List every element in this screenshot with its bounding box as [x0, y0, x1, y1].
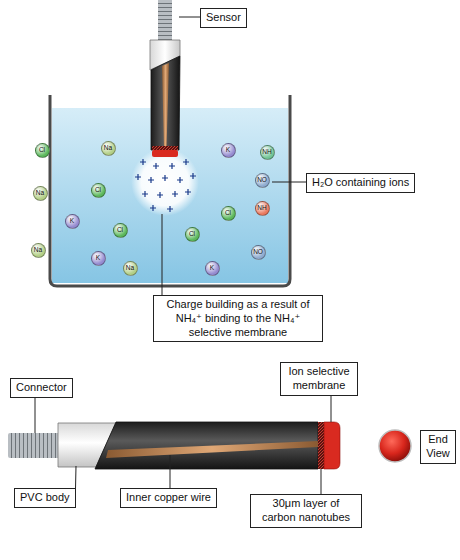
plus-sign	[172, 191, 178, 197]
leader-line	[321, 469, 322, 494]
plus-sign	[140, 159, 146, 165]
callout-box: Connector	[10, 378, 73, 398]
charge-cloud	[131, 148, 199, 216]
callout-text: Inner copper wire	[126, 491, 211, 505]
ion-label: NO	[253, 249, 263, 256]
plus-sign	[157, 192, 163, 198]
ion-label: K	[226, 147, 230, 154]
callout-box: End View	[420, 430, 456, 464]
ion-circle: NH	[260, 145, 275, 160]
ion-circle: K	[221, 143, 236, 158]
nanotube-layer	[318, 422, 324, 469]
plus-sign	[153, 163, 159, 169]
ion-circle: Na	[33, 186, 48, 201]
callout-text: Ion selective membrane	[286, 365, 352, 393]
leader-line	[162, 214, 163, 295]
end-view-disc	[379, 430, 411, 462]
ion-circle: K	[205, 261, 220, 276]
plus-sign	[183, 159, 189, 165]
callout-box: Inner copper wire	[120, 488, 217, 508]
ion-circle: Cl	[91, 183, 106, 198]
callout-box: PVC body	[14, 488, 76, 508]
ion-label: Na	[36, 190, 44, 197]
callout-text: Connector	[16, 381, 67, 395]
ion-circle: NH	[255, 201, 270, 216]
ion-label: NH	[257, 205, 266, 212]
plus-sign	[162, 175, 168, 181]
callout-box: H₂O containing ions	[306, 173, 415, 193]
ion-circle: K	[91, 251, 106, 266]
ion-circle: NO	[255, 173, 270, 188]
leader-line	[75, 466, 76, 488]
sensor-body	[151, 56, 180, 150]
plus-sign	[142, 191, 148, 197]
callout-box: Ion selective membrane	[280, 362, 358, 396]
ion-label: Cl	[39, 147, 45, 154]
ion-label: Na	[126, 265, 134, 272]
callout-text: Sensor	[206, 11, 241, 25]
plus-sign	[167, 206, 173, 212]
ion-circle: NO	[251, 245, 266, 260]
ion-circle: Cl	[185, 227, 200, 242]
ion-label: K	[96, 255, 100, 262]
leader-line	[179, 17, 200, 18]
ion-circle: Cl	[35, 143, 50, 158]
ion-label: Cl	[95, 187, 101, 194]
sensor-copper-wire	[162, 63, 169, 148]
callout-text: H₂O containing ions	[312, 176, 409, 190]
ion-label: K	[70, 218, 74, 225]
ion-label: Na	[34, 247, 42, 254]
sensor-nanotube-layer	[152, 146, 178, 150]
callout-box: 30μm layer of carbon nanotubes	[250, 494, 362, 528]
ion-label: Cl	[117, 227, 123, 234]
plus-sign	[190, 173, 196, 179]
callout-box: Sensor	[200, 8, 247, 28]
leader-line	[272, 182, 306, 183]
ion-circle: Na	[123, 261, 138, 276]
ion-circle: Na	[31, 243, 46, 258]
probe-body	[95, 422, 318, 469]
leader-line	[170, 455, 171, 488]
ion-label: Cl	[225, 210, 231, 217]
plus-sign	[135, 174, 141, 180]
callout-box: Charge building as a result of NH₄⁺ bind…	[153, 295, 323, 342]
ion-label: NH	[262, 149, 271, 156]
connector-hose	[8, 433, 62, 458]
copper-wire	[106, 441, 318, 458]
ion-label: NO	[257, 177, 267, 184]
ion-selective-membrane	[324, 422, 340, 469]
plus-sign	[177, 177, 183, 183]
callout-text: Charge building as a result of NH₄⁺ bind…	[159, 298, 317, 339]
ion-label: Na	[104, 145, 112, 152]
callout-text: End View	[426, 433, 450, 461]
ion-circle: Cl	[221, 206, 236, 221]
leader-lines	[35, 17, 331, 494]
ion-label: K	[210, 265, 214, 272]
leader-line	[331, 396, 332, 423]
leader-line	[35, 398, 36, 433]
ion-circle: K	[65, 214, 80, 229]
callout-text: 30μm layer of carbon nanotubes	[256, 497, 356, 525]
positive-charges	[135, 159, 196, 212]
plus-sign	[150, 205, 156, 211]
ion-label: Cl	[189, 231, 195, 238]
ion-circle: Cl	[113, 223, 128, 238]
plus-sign	[169, 163, 175, 169]
plus-sign	[148, 177, 154, 183]
callout-text: PVC body	[20, 491, 70, 505]
sensor-membrane	[152, 150, 178, 157]
sensor-hose	[158, 0, 172, 42]
ion-circle: Na	[101, 141, 116, 156]
plus-sign	[185, 189, 191, 195]
